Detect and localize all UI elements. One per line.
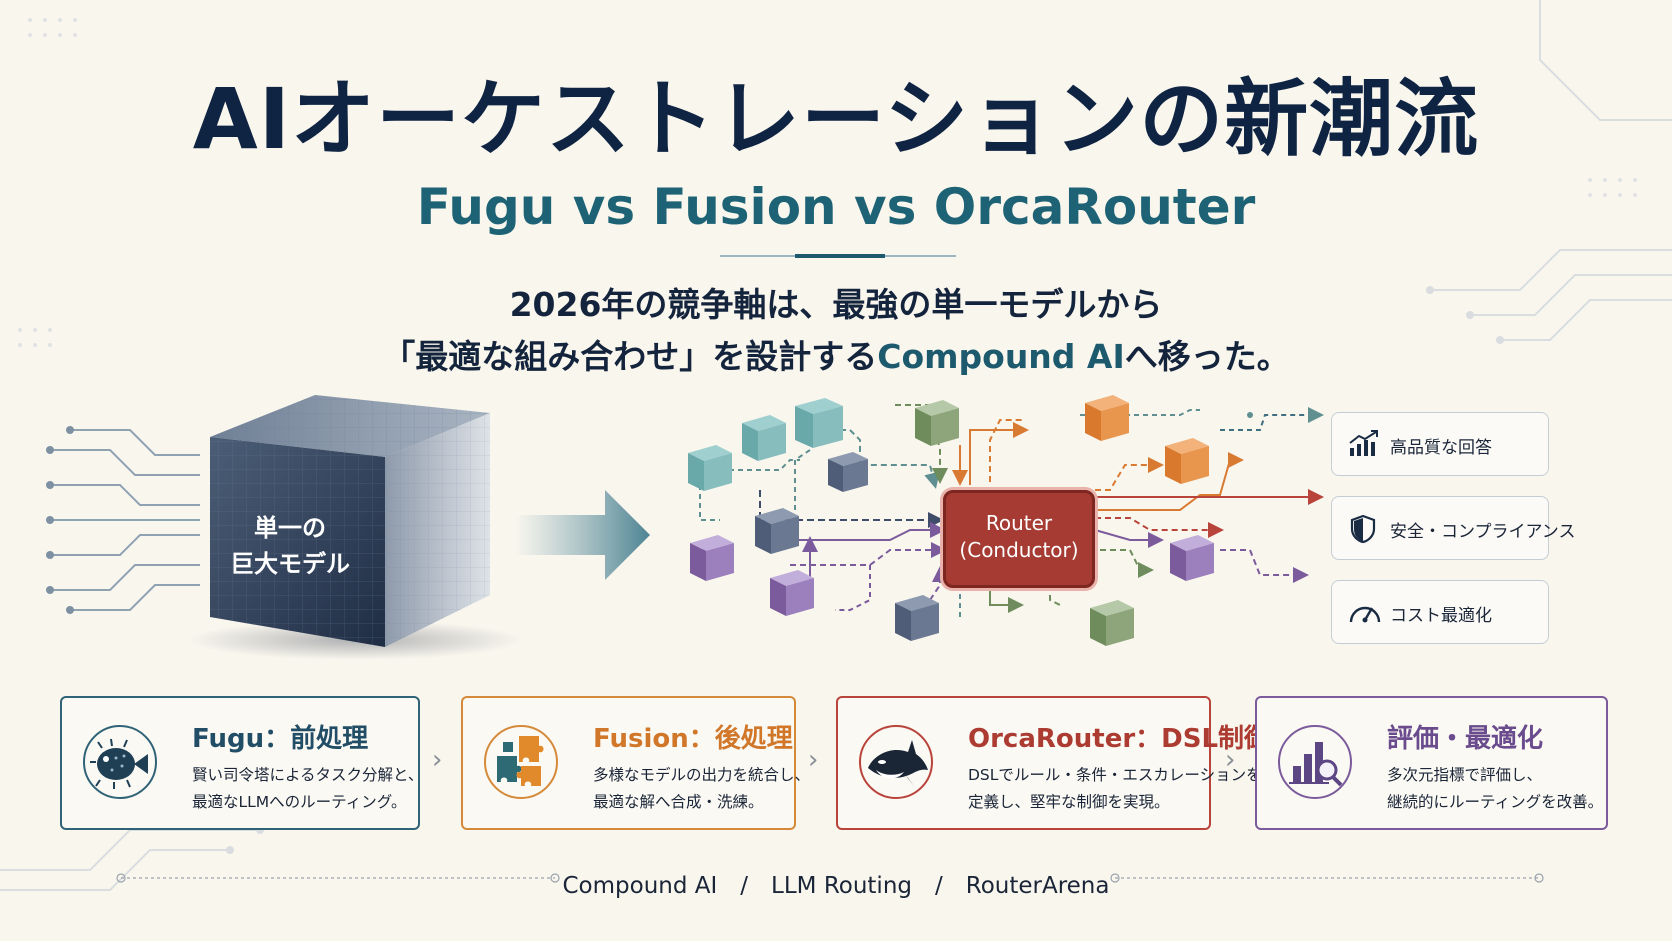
lead-line-1: 2026年の競争軸は、最強の単一モデルから [509, 285, 1163, 324]
outcome-safety-compliance: 安全・コンプライアンス [1331, 496, 1575, 560]
page-title: AIオーケストレーションの新潮流 [192, 70, 1480, 168]
card-desc-evaluation: 多次元指標で評価し、 継続的にルーティングを改善。 [1387, 762, 1603, 816]
bar-magnifier-icon [1278, 725, 1352, 799]
pufferfish-icon [83, 725, 157, 799]
outcome-cost-optimization: コスト最適化 [1331, 580, 1549, 644]
transition-arrow-icon [515, 490, 650, 580]
title-divider-accent [795, 254, 885, 258]
cube-label-line-2: 巨大モデル [230, 550, 350, 578]
card-title-evaluation: 評価・最適化 [1387, 724, 1544, 754]
chevron-right-icon: › [1225, 745, 1236, 775]
card-fusion-postprocessing: Fusion：後処理 多様なモデルの出力を統合し、 最適な解へ合成・洗練。 [461, 696, 810, 830]
card-title-orcarouter: OrcaRouter：DSL制御 [968, 724, 1271, 754]
card-desc-fugu: 賢い司令塔によるタスク分解と、 最適なLLMへのルーティング。 [192, 762, 423, 816]
card-desc-fusion-line-1: 多様なモデルの出力を統合し、 [593, 766, 811, 784]
card-desc-fugu-line-2: 最適なLLMへのルーティング。 [192, 793, 407, 811]
outcome-high-quality-answer: 高品質な回答 [1331, 412, 1549, 476]
card-fugu-preprocessing: Fugu：前処理 賢い司令塔によるタスク分解と、 最適なLLMへのルーティング。 [60, 696, 423, 830]
chevron-right-icon: › [808, 745, 819, 775]
gauge-icon [1349, 606, 1381, 623]
lead-highlight-compound-ai: Compound AI [877, 337, 1125, 376]
card-desc-fusion: 多様なモデルの出力を統合し、 最適な解へ合成・洗練。 [593, 762, 810, 816]
single-giant-model-cube [210, 395, 490, 647]
lead-line-2-post: へ移った。 [1124, 337, 1290, 376]
cube-input-circuit-lines [46, 426, 200, 614]
card-evaluation-optimization: 評価・最適化 多次元指標で評価し、 継続的にルーティングを改善。 [1255, 696, 1608, 830]
routing-network-diagram [688, 395, 1324, 646]
lead-line-2: 「最適な組み合わせ」を設計するCompound AIへ移った。 [0, 330, 1672, 378]
footer-keywords: Compound AI / LLM Routing / RouterArena [562, 873, 1110, 899]
chevron-right-icon: › [432, 745, 443, 775]
card-desc-evaluation-line-2: 継続的にルーティングを改善。 [1387, 793, 1604, 811]
page-subtitle: Fugu vs Fusion vs OrcaRouter [416, 178, 1256, 236]
outcome-label-3: コスト最適化 [1390, 606, 1492, 626]
puzzle-icon [484, 725, 558, 799]
router-label-line-2: (Conductor) [959, 538, 1079, 562]
cube-label-line-1: 単一の [254, 514, 326, 542]
card-desc-evaluation-line-1: 多次元指標で評価し、 [1387, 766, 1543, 784]
footer-divider-lines [116, 873, 1544, 883]
card-orcarouter-dsl-control: OrcaRouter：DSL制御 DSLでルール・条件・エスカレーションを 定義… [836, 696, 1270, 830]
chart-up-icon [1349, 430, 1378, 456]
outcome-label-2: 安全・コンプライアンス [1390, 522, 1576, 542]
model-cubes [688, 395, 1214, 646]
router-conductor-node: Router (Conductor) [943, 490, 1095, 588]
card-title-fugu: Fugu：前処理 [192, 724, 369, 754]
card-desc-orcarouter-line-2: 定義し、堅牢な制御を実現。 [968, 793, 1170, 811]
card-desc-fusion-line-2: 最適な解へ合成・洗練。 [593, 793, 764, 811]
router-label-line-1: Router [985, 511, 1053, 535]
outcome-label-1: 高品質な回答 [1390, 438, 1492, 458]
card-desc-fugu-line-1: 賢い司令塔によるタスク分解と、 [192, 766, 424, 784]
orca-icon [859, 725, 933, 799]
card-desc-orcarouter: DSLでルール・条件・エスカレーションを 定義し、堅牢な制御を実現。 [968, 762, 1262, 816]
shield-icon [1350, 514, 1376, 544]
lead-line-2-pre: 「最適な組み合わせ」を設計する [382, 337, 878, 376]
card-desc-orcarouter-line-1: DSLでルール・条件・エスカレーションを [968, 766, 1262, 784]
card-title-fusion: Fusion：後処理 [593, 724, 793, 754]
